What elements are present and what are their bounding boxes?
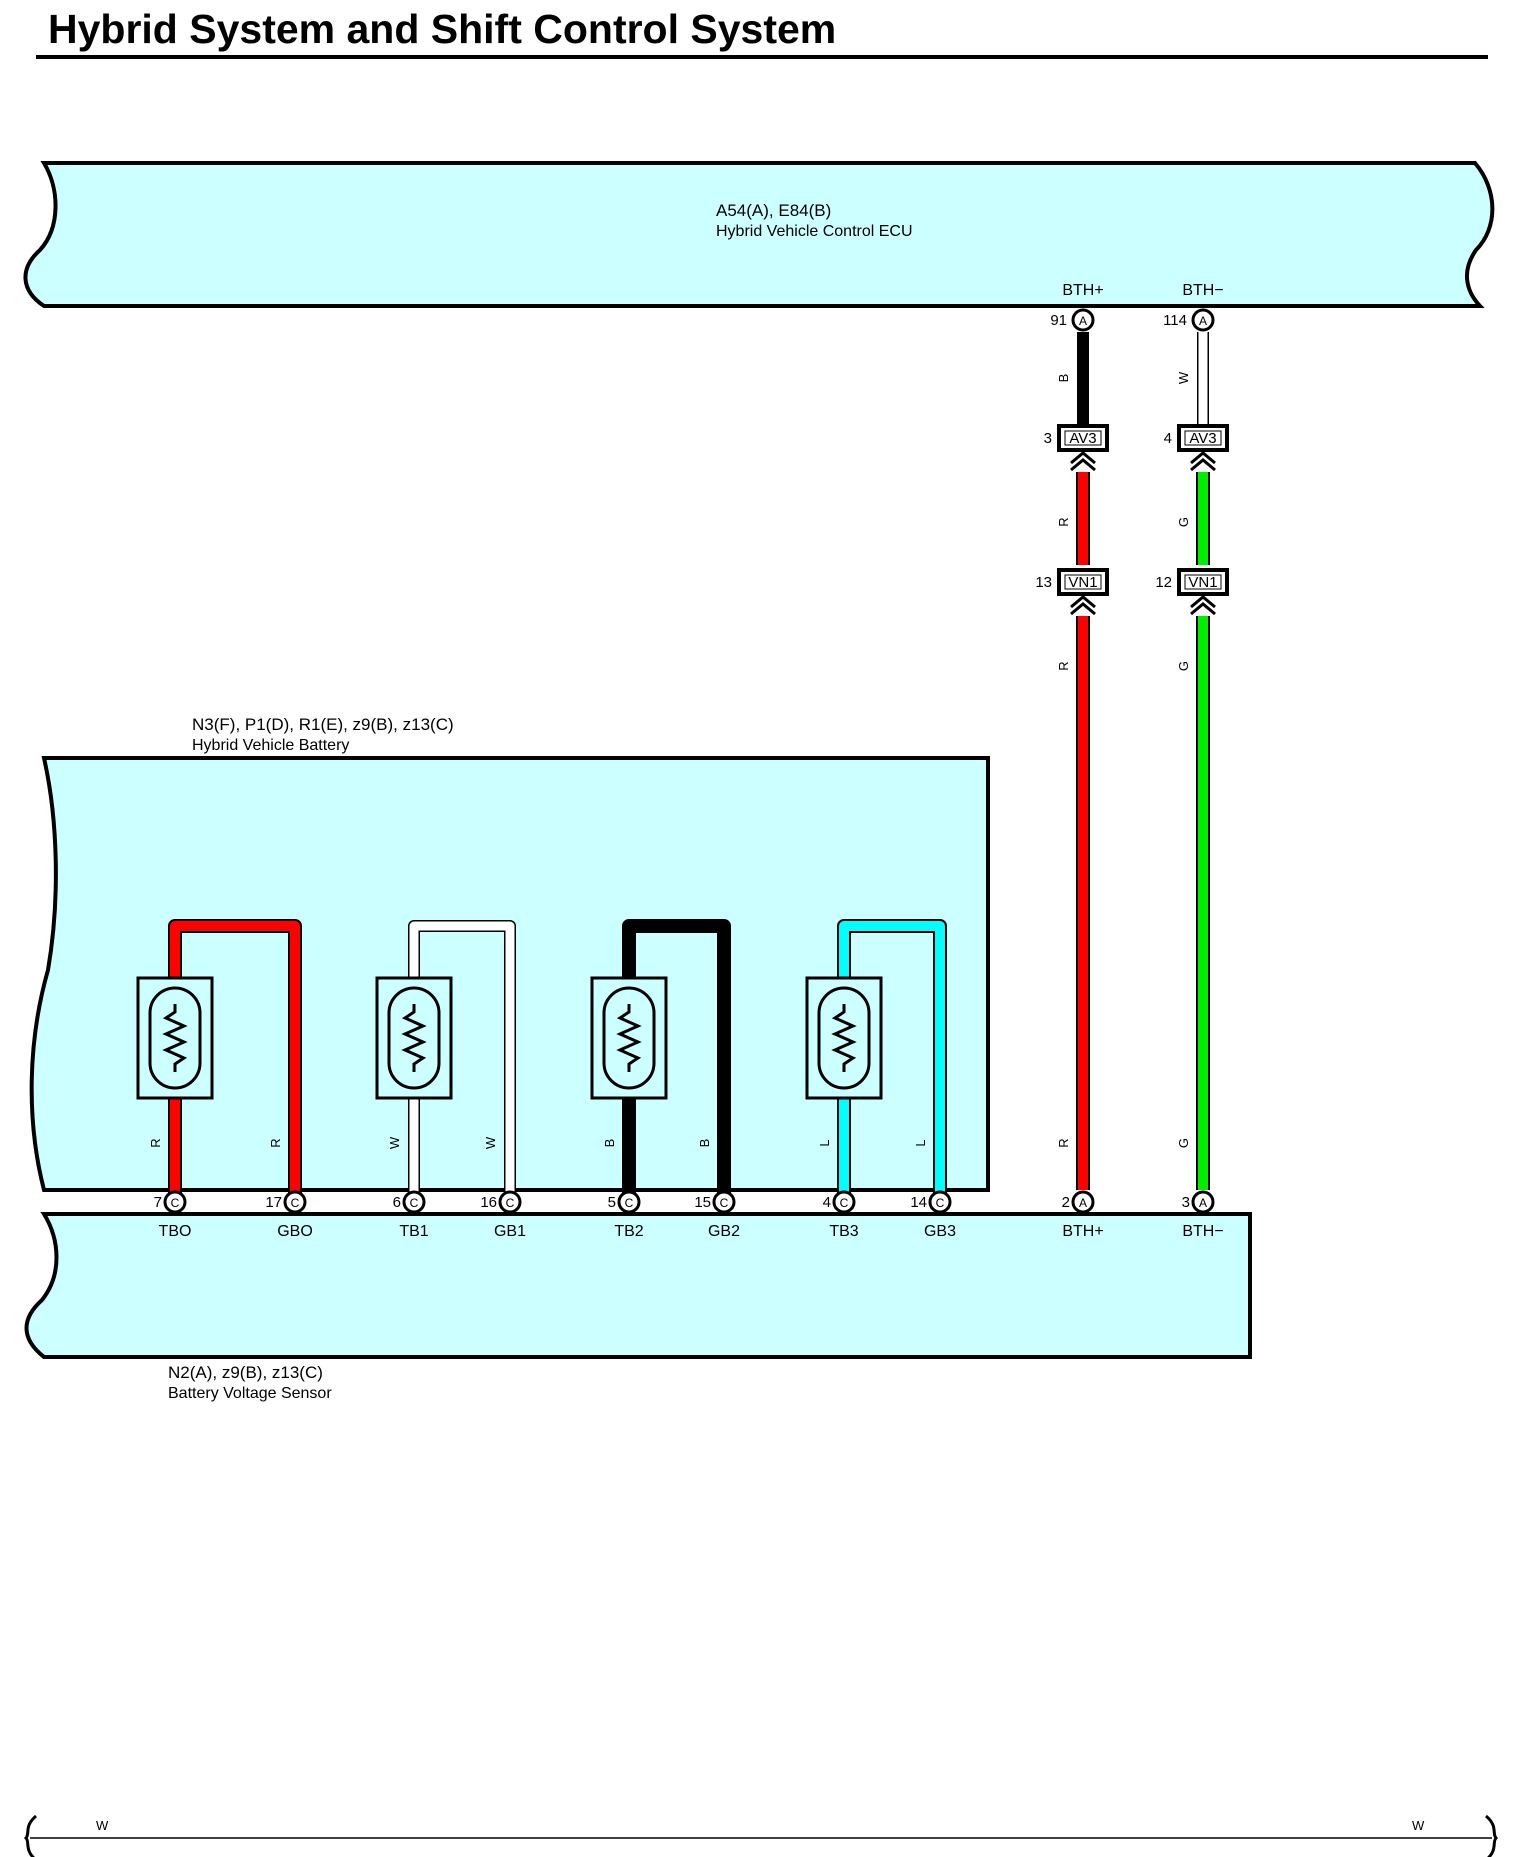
bth_minus-connector-name-1: VN1 [1188, 574, 1217, 591]
ecu-terminal-1: A 114 [1163, 308, 1215, 332]
bth_plus-connector-name-0: AV3 [1069, 430, 1096, 447]
bth_plus-inline-connector-0: AV3 3 [1044, 424, 1109, 472]
sensor-terminal-9: A3 [1182, 1190, 1215, 1214]
sensor-terminal-4-connector-letter: C [625, 1196, 634, 1210]
sensor-terminal-2-connector-letter: C [410, 1196, 419, 1210]
thermistor-wire-label-7: L [913, 1139, 928, 1146]
sensor-terminal-9-pin: 3 [1182, 1194, 1190, 1211]
ecu-terminal-name-1: BTH− [1182, 282, 1223, 299]
thermistor-wire-label-4: B [602, 1139, 617, 1148]
sensor-terminal-5: C 15 [694, 1190, 736, 1214]
sensor-terminal-5-connector-letter: C [720, 1196, 729, 1210]
sensor-component [24, 1212, 1252, 1359]
bth_minus-wire-label-2: G [1176, 661, 1191, 671]
bth_plus-wire-label-3: R [1056, 1138, 1071, 1147]
sensor-terminal-6-pin: 4 [823, 1194, 831, 1211]
ecu-terminal-1-pin: 114 [1163, 312, 1187, 329]
sensor-terminal-4: C5 [608, 1190, 641, 1214]
sensor-terminal-8: A2 [1062, 1190, 1095, 1214]
bth_minus-wire-label-1: G [1176, 517, 1191, 527]
sensor-terminal-5-pin: 15 [694, 1194, 711, 1211]
sensor-terminal-2: C6 [393, 1190, 426, 1214]
thermistor-wire-label-2: W [387, 1136, 402, 1149]
ecu-terminal-name-0: BTH+ [1062, 282, 1103, 299]
thermistor-wire-label-5: B [697, 1139, 712, 1148]
sensor-terminal-1: C 17 [265, 1190, 307, 1214]
ecu-name: Hybrid Vehicle Control ECU [716, 223, 913, 240]
battery-name: Hybrid Vehicle Battery [192, 737, 349, 754]
bth_plus-connector-name-1: VN1 [1068, 574, 1097, 591]
sensor-terminal-name-6: TB3 [829, 1223, 858, 1240]
ecu-connector-label: A54(A), E84(B) [716, 201, 831, 220]
sensor-terminal-name-2: TB1 [399, 1223, 428, 1240]
bth_plus-wire-label-1: R [1056, 517, 1071, 526]
sensor-terminal-4-pin: 5 [608, 1194, 616, 1211]
bth_plus-wire-label-0: B [1056, 374, 1071, 383]
sensor-terminal-3-pin: 16 [480, 1194, 497, 1211]
bth_plus-connector-pin-0: 3 [1044, 430, 1052, 447]
sensor-terminal-0: C7 [154, 1190, 187, 1214]
sensor-terminal-3-connector-letter: C [506, 1196, 515, 1210]
ecu-terminal-0: A 91 [1050, 308, 1095, 332]
sensor-terminal-6-connector-letter: C [840, 1196, 849, 1210]
ecu-component [23, 161, 1495, 308]
bth_minus-wire-label-0: W [1176, 371, 1191, 384]
bth_minus-wire-label-3: G [1176, 1138, 1191, 1148]
bottom-wire-left-label: W [96, 1818, 109, 1833]
battery-connector-label: N3(F), P1(D), R1(E), z9(B), z13(C) [192, 715, 454, 734]
sensor-terminal-1-pin: 17 [265, 1194, 282, 1211]
bth_minus-connector-pin-0: 4 [1164, 430, 1172, 447]
sensor-terminal-name-7: GB3 [924, 1223, 956, 1240]
sensor-terminal-name-0: TBO [159, 1223, 192, 1240]
bth_minus-connector-pin-1: 12 [1155, 574, 1172, 591]
thermistor-wire-label-0: R [148, 1138, 163, 1147]
sensor-terminal-3: C 16 [480, 1190, 522, 1214]
sensor-connector-label: N2(A), z9(B), z13(C) [168, 1363, 323, 1382]
thermistor-wire-label-3: W [483, 1136, 498, 1149]
bth_minus-inline-connector-0: AV3 4 [1164, 424, 1229, 472]
sensor-terminal-name-1: GBO [277, 1223, 313, 1240]
thermistor-wire-label-1: R [268, 1138, 283, 1147]
thermistor-symbol-0 [136, 976, 214, 1100]
thermistor-symbol-3 [805, 976, 883, 1100]
bottom-wire-right-label: W [1412, 1818, 1425, 1833]
thermistor-symbol-1 [375, 976, 453, 1100]
ecu-terminal-0-pin: 91 [1050, 312, 1067, 329]
thermistor-symbol-2 [590, 976, 668, 1100]
sensor-terminal-1-connector-letter: C [291, 1196, 300, 1210]
sensor-terminal-name-8: BTH+ [1062, 1223, 1103, 1240]
sensor-terminal-name-4: TB2 [614, 1223, 643, 1240]
bth_plus-wire-label-2: R [1056, 661, 1071, 670]
sensor-terminal-name-9: BTH− [1182, 1223, 1223, 1240]
sensor-name: Battery Voltage Sensor [168, 1385, 332, 1402]
sensor-terminal-7-connector-letter: C [936, 1196, 945, 1210]
bth_plus-inline-connector-1: VN1 13 [1035, 568, 1109, 616]
sensor-terminal-8-connector-letter: A [1079, 1196, 1087, 1210]
bth_plus-connector-pin-1: 13 [1035, 574, 1052, 591]
ecu-terminal-1-connector-letter: A [1199, 314, 1207, 328]
sensor-terminal-8-pin: 2 [1062, 1194, 1070, 1211]
sensor-terminal-7-pin: 14 [910, 1194, 927, 1211]
bth_minus-connector-name-0: AV3 [1189, 430, 1216, 447]
sensor-terminal-9-connector-letter: A [1199, 1196, 1207, 1210]
sensor-terminal-name-3: GB1 [494, 1223, 526, 1240]
page-title: Hybrid System and Shift Control System [48, 6, 836, 52]
sensor-terminal-0-pin: 7 [154, 1194, 162, 1211]
thermistor-wire-label-6: L [817, 1139, 832, 1146]
sensor-terminal-2-pin: 6 [393, 1194, 401, 1211]
bth_minus-inline-connector-1: VN1 12 [1155, 568, 1229, 616]
sensor-terminal-6: C4 [823, 1190, 856, 1214]
sensor-terminal-name-5: GB2 [708, 1223, 740, 1240]
ecu-terminal-0-connector-letter: A [1079, 314, 1087, 328]
sensor-terminal-0-connector-letter: C [171, 1196, 180, 1210]
bottom-wire: W W [23, 1814, 1499, 1857]
sensor-terminal-7: C 14 [910, 1190, 952, 1214]
